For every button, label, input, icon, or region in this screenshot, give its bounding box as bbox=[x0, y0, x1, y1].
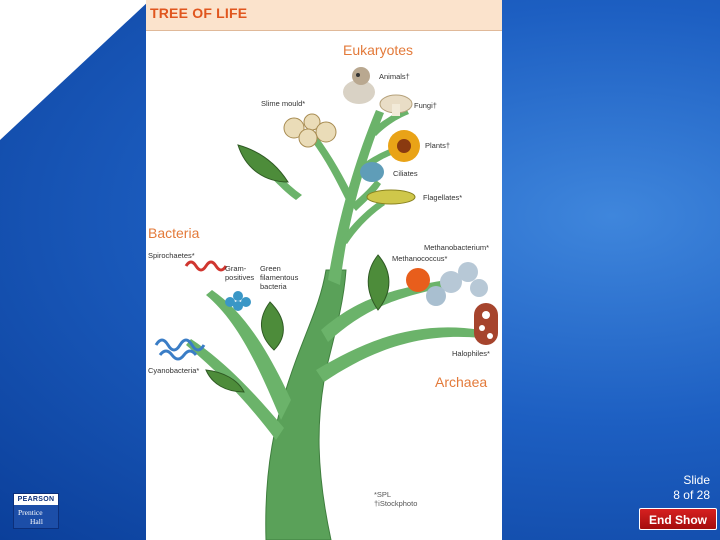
slide-number: 8 of 28 bbox=[673, 488, 710, 502]
methanococcus-label: Methanococcus* bbox=[392, 254, 448, 263]
credit-istockphoto: †iStockphoto bbox=[374, 499, 418, 508]
branch-eukaryotes bbox=[328, 110, 384, 285]
logo-line1: Prentice bbox=[18, 508, 43, 517]
leaf-upper bbox=[237, 144, 289, 183]
gram-positives-label-line2: positives bbox=[225, 273, 255, 282]
branch-flagellates bbox=[341, 200, 385, 244]
slide-label: Slide bbox=[683, 473, 710, 487]
eukaryotes-label: Eukaryotes bbox=[343, 42, 414, 58]
halophiles-organism bbox=[474, 303, 498, 345]
leaf-middle bbox=[367, 254, 390, 311]
tree-of-life-figure: TREE OF LIFE Eukaryotes Bacteria Archaea… bbox=[146, 0, 502, 540]
slime-mould-organism bbox=[283, 113, 337, 148]
branch-bacteria bbox=[206, 290, 291, 420]
slime-mould-label: Slime mould* bbox=[261, 99, 306, 108]
branch-ciliates bbox=[351, 180, 381, 211]
halophiles-label: Halophiles* bbox=[452, 349, 490, 358]
logo-line2: Hall bbox=[30, 517, 43, 526]
logo-imprint: Prentice Hall bbox=[14, 505, 58, 528]
end-show-button[interactable]: End Show bbox=[639, 508, 717, 530]
archaea-label: Archaea bbox=[435, 374, 488, 390]
spirochaetes-label: Spirochaetes* bbox=[148, 251, 195, 260]
figure-title-band: TREE OF LIFE bbox=[146, 0, 502, 31]
gram-positives-organism bbox=[225, 291, 251, 311]
cyanobacteria-label: Cyanobacteria* bbox=[148, 366, 200, 375]
slide-counter: Slide 8 of 28 bbox=[650, 473, 710, 503]
green-filamentous-label: Green filamentous bacteria bbox=[260, 264, 298, 291]
green-filamentous-label-line2: filamentous bbox=[260, 273, 299, 282]
methanobacterium-organism bbox=[426, 262, 488, 306]
pearson-prentice-hall-logo: PEARSON Prentice Hall bbox=[13, 493, 59, 529]
logo-brand: PEARSON bbox=[14, 494, 58, 505]
methanobacterium-label: Methanobacterium* bbox=[424, 243, 490, 252]
gram-positives-label: Gram- positives bbox=[225, 264, 254, 282]
figure-title: TREE OF LIFE bbox=[150, 5, 248, 21]
branch-slime bbox=[311, 136, 354, 200]
ciliates-organism bbox=[360, 162, 384, 182]
cyanobacteria-organism bbox=[154, 338, 206, 361]
fungi-organism bbox=[379, 94, 413, 116]
credit-spl: *SPL bbox=[374, 490, 392, 499]
leaf-lower-left bbox=[261, 301, 284, 351]
animals-label: Animals† bbox=[379, 72, 410, 81]
image-credits: *SPL †iStockphoto bbox=[374, 490, 417, 508]
leaf-lower bbox=[205, 369, 245, 393]
branch-archaea bbox=[316, 327, 481, 382]
gram-positives-label-line1: Gram- bbox=[225, 264, 247, 273]
spirochaetes-organism bbox=[184, 260, 228, 272]
ciliates-label: Ciliates bbox=[393, 169, 418, 178]
plants-organism bbox=[388, 130, 420, 162]
flagellates-label: Flagellates* bbox=[423, 193, 463, 202]
green-filamentous-label-line1: Green bbox=[260, 264, 281, 273]
fungi-label: Fungi† bbox=[414, 101, 437, 110]
plants-label: Plants† bbox=[425, 141, 451, 150]
bacteria-label: Bacteria bbox=[148, 225, 200, 241]
green-filamentous-label-line3: bacteria bbox=[260, 282, 287, 291]
flagellates-organism bbox=[366, 189, 416, 205]
tree-illustration bbox=[154, 67, 498, 540]
animals-organism bbox=[343, 67, 375, 104]
methanococcus-organism bbox=[406, 268, 430, 292]
